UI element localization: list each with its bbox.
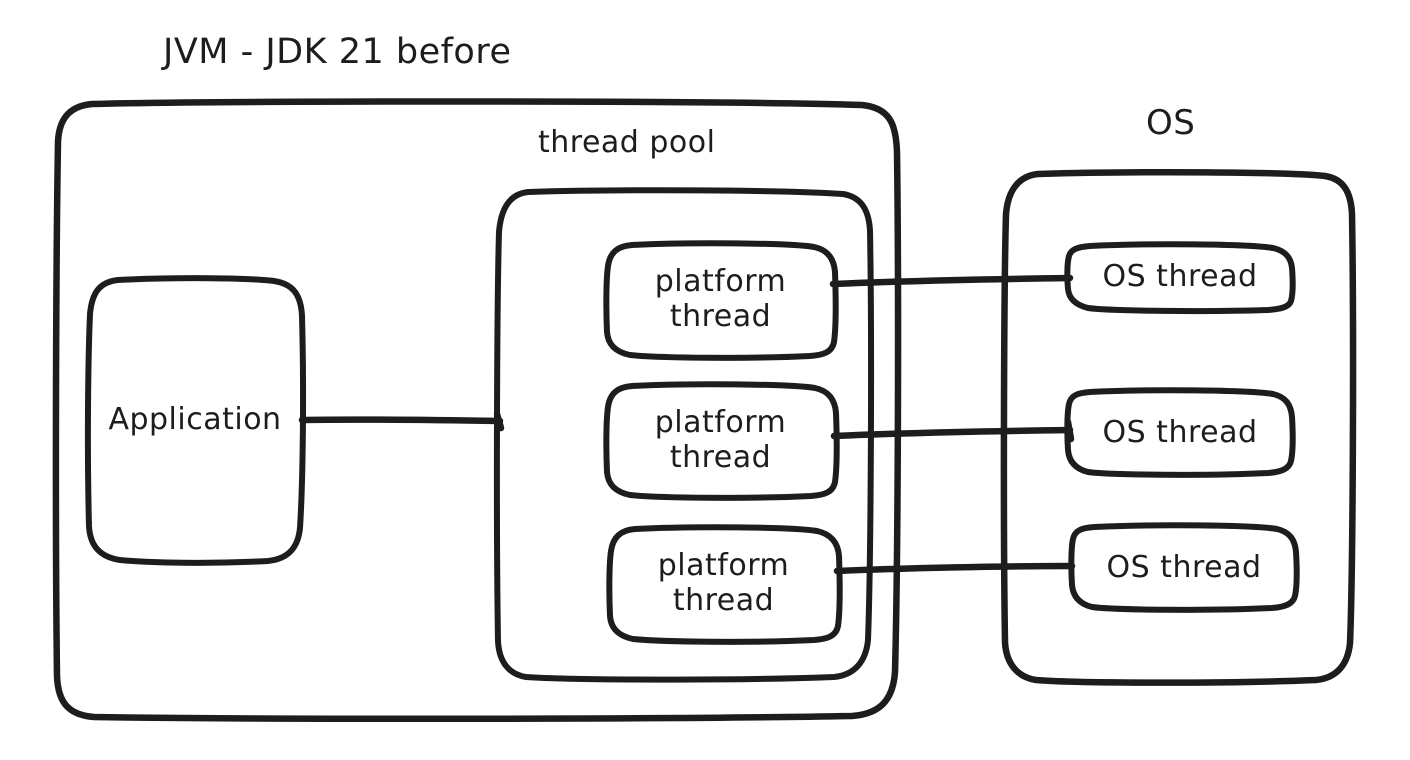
- jvm-title-label: JVM - JDK 21 before: [163, 32, 512, 72]
- connector-application-to-thread-pool: [298, 410, 505, 432]
- connector-platform-thread-1-to-os-thread-1: [829, 274, 1074, 288]
- os-container[interactable]: [1000, 169, 1357, 686]
- platform-thread-label-1-line2: thread: [669, 299, 772, 334]
- platform-thread-label-3: platform thread: [609, 527, 838, 639]
- platform-thread-label-3-line2: thread: [672, 583, 775, 618]
- os-label: OS: [1146, 103, 1196, 143]
- platform-thread-box-3[interactable]: [606, 524, 843, 645]
- os-thread-box-3[interactable]: [1068, 522, 1300, 613]
- os-thread-label-1: OS thread: [1102, 258, 1258, 294]
- platform-thread-label-1-line1: platform: [654, 263, 787, 299]
- application-label: Application: [108, 402, 282, 438]
- os-thread-box-1[interactable]: [1064, 241, 1296, 315]
- platform-thread-label-2: platform thread: [606, 385, 835, 495]
- connector-platform-thread-3-to-os-thread-3: [833, 562, 1076, 575]
- thread-pool-container[interactable]: [493, 187, 875, 683]
- thread-pool-label: thread pool: [538, 125, 716, 160]
- platform-thread-box-2[interactable]: [603, 381, 840, 501]
- platform-thread-label-3-line1: platform: [657, 547, 790, 583]
- application-node[interactable]: [84, 275, 307, 566]
- platform-thread-label-2-line1: platform: [654, 404, 787, 440]
- platform-thread-box-1[interactable]: [603, 240, 839, 361]
- os-thread-label-3: OS thread: [1106, 549, 1262, 585]
- os-thread-label-2: OS thread: [1102, 414, 1258, 450]
- platform-thread-label-2-line2: thread: [669, 440, 772, 475]
- connector-platform-thread-2-to-os-thread-2: [830, 418, 1075, 443]
- jvm-container[interactable]: [52, 98, 902, 722]
- platform-thread-label-1: platform thread: [606, 243, 835, 355]
